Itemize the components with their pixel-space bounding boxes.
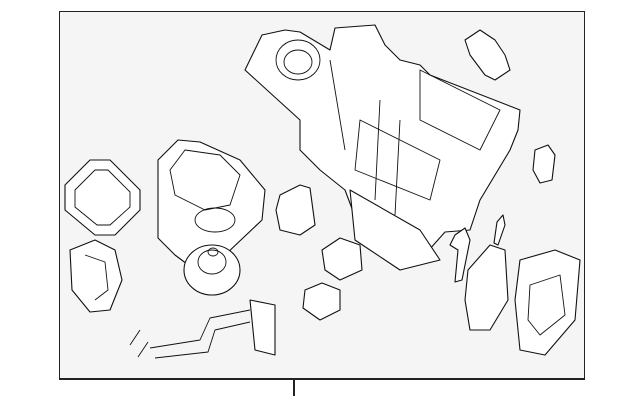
clip-icon [493,214,506,246]
bracket-icon [449,227,581,356]
actuator-icon [532,144,556,184]
resistor-module-icon [275,184,363,321]
air-filter-frame-icon [64,159,141,236]
hvac-housing-icon [244,24,521,271]
callout-leader-line [293,379,295,396]
cover-plate-icon [464,29,511,81]
blower-motor-icon [69,239,241,313]
blower-case-icon [157,139,266,276]
heater-core-pipes-icon [129,299,276,359]
